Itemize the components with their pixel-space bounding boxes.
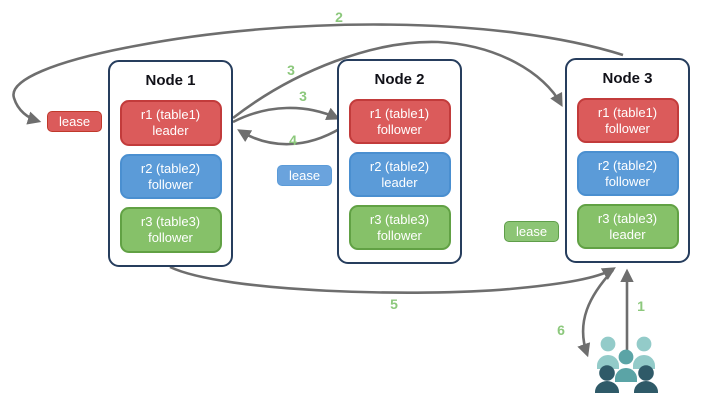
replica-range: r2 (table2): [369, 158, 430, 174]
replica-range: r1 (table1): [597, 104, 658, 120]
step-label-5: 5: [390, 296, 398, 312]
replica-role: follower: [377, 227, 422, 243]
lease-label-table3: lease: [504, 221, 560, 242]
step-label-2: 2: [335, 9, 343, 25]
step-label-1: 1: [637, 298, 645, 314]
arrow-step-6: [577, 269, 614, 358]
node-2-title: Node 2: [374, 71, 425, 88]
step-label-6: 6: [557, 322, 565, 338]
node-1: Node 1 r1 (table1) leader r2 (table2) fo…: [108, 60, 233, 267]
node-1-title: Node 1: [145, 72, 196, 89]
replica-range: r2 (table2): [597, 157, 658, 173]
replica-range: r2 (table2): [140, 160, 201, 176]
replica-role: follower: [377, 121, 422, 137]
node-3-replica-r3: r3 (table3) leader: [576, 204, 679, 249]
arrow-step-4: [237, 126, 342, 146]
replica-role: follower: [148, 176, 193, 192]
arrow-step-3-to-node3: [232, 40, 563, 120]
replica-range: r3 (table3): [597, 210, 658, 226]
node-2: Node 2 r1 (table1) follower r2 (table2) …: [337, 59, 462, 264]
node-3-title: Node 3: [602, 70, 653, 87]
step-label-4: 4: [289, 132, 297, 148]
node-2-replica-r2: r2 (table2) leader: [348, 152, 451, 197]
arrow-step-3-to-node2: [232, 106, 341, 124]
replica-range: r1 (table1): [369, 105, 430, 121]
replica-role: leader: [609, 226, 646, 242]
replica-role: leader: [381, 174, 418, 190]
node-2-replica-r1: r1 (table1) follower: [348, 99, 451, 144]
arrow-step-2: [12, 23, 624, 125]
users-group-icon: [595, 336, 658, 393]
replica-role: follower: [605, 120, 650, 136]
node-1-replica-r3: r3 (table3) follower: [119, 207, 222, 254]
node-3-replica-r1: r1 (table1) follower: [576, 98, 679, 143]
node-3-replica-r2: r2 (table2) follower: [576, 151, 679, 196]
replica-role: follower: [605, 173, 650, 189]
step-label-3a: 3: [287, 62, 295, 78]
node-1-replica-r1: r1 (table1) leader: [119, 100, 222, 146]
node-2-replica-r3: r3 (table3) follower: [348, 205, 451, 250]
lease-label-table1: lease: [47, 111, 103, 132]
replica-role: follower: [148, 230, 193, 246]
replica-role: leader: [152, 122, 189, 138]
node-3: Node 3 r1 (table1) follower r2 (table2) …: [565, 58, 690, 263]
replica-range: r3 (table3): [369, 211, 430, 227]
arrow-step-5: [169, 265, 616, 294]
replica-range: r1 (table1): [140, 106, 201, 122]
replica-range: r3 (table3): [140, 214, 201, 230]
lease-label-table2: lease: [277, 165, 333, 186]
step-label-3b: 3: [299, 88, 307, 104]
node-1-replica-r2: r2 (table2) follower: [119, 153, 222, 200]
